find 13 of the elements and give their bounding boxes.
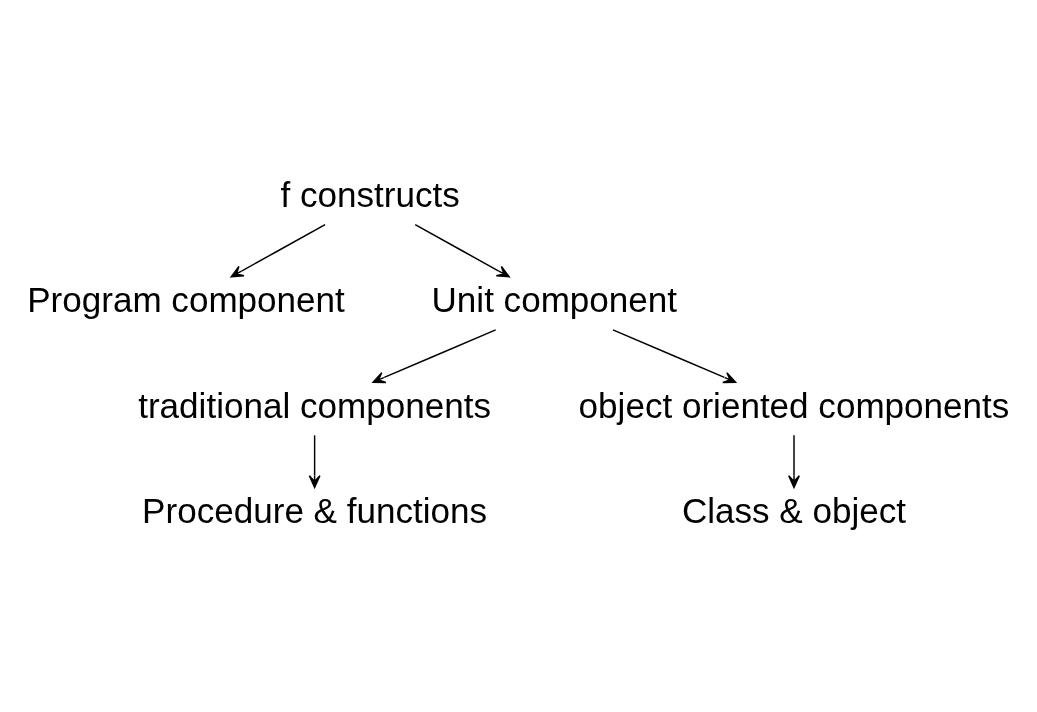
node-text: object oriented components — [578, 385, 1010, 425]
arrow — [372, 329, 497, 384]
node-text: Unit component — [431, 280, 678, 320]
node-text: traditional components — [138, 385, 492, 425]
arrow — [788, 434, 800, 489]
node-text: Program component — [27, 280, 345, 320]
node-text: f constructs — [280, 175, 460, 215]
arrow — [230, 223, 326, 278]
node-text: Class & object — [681, 490, 907, 530]
node-text: Procedure & functions — [142, 490, 488, 530]
arrow — [612, 329, 737, 384]
arrow — [308, 434, 321, 489]
arrow — [414, 223, 510, 278]
